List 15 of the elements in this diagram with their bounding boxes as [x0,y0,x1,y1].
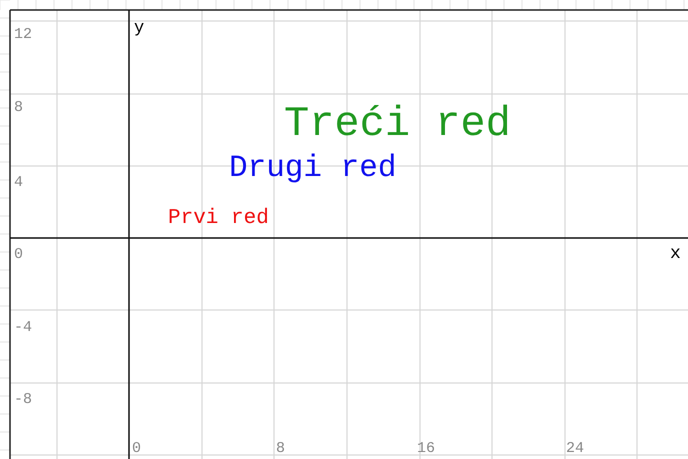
axis-tick-label: -8 [14,392,32,407]
axis-tick-label: 8 [276,441,286,456]
text-label: Treći red [284,103,511,145]
axis-tick-label: 4 [14,175,24,190]
axis-tick-label: 0 [132,441,142,456]
axis-tick-label: -4 [14,320,32,335]
axis-tick-label: 12 [14,27,32,42]
axis-tick-label: 16 [417,441,436,456]
text-label: Prvi red [168,208,269,229]
axis-tick-label: 0 [14,247,24,262]
axis-tick-label: 24 [566,441,584,456]
text-label: Drugi red [229,153,396,184]
axis-label: y [134,20,144,37]
axis-tick-label: 8 [14,100,24,115]
axis-label: x [670,245,681,263]
